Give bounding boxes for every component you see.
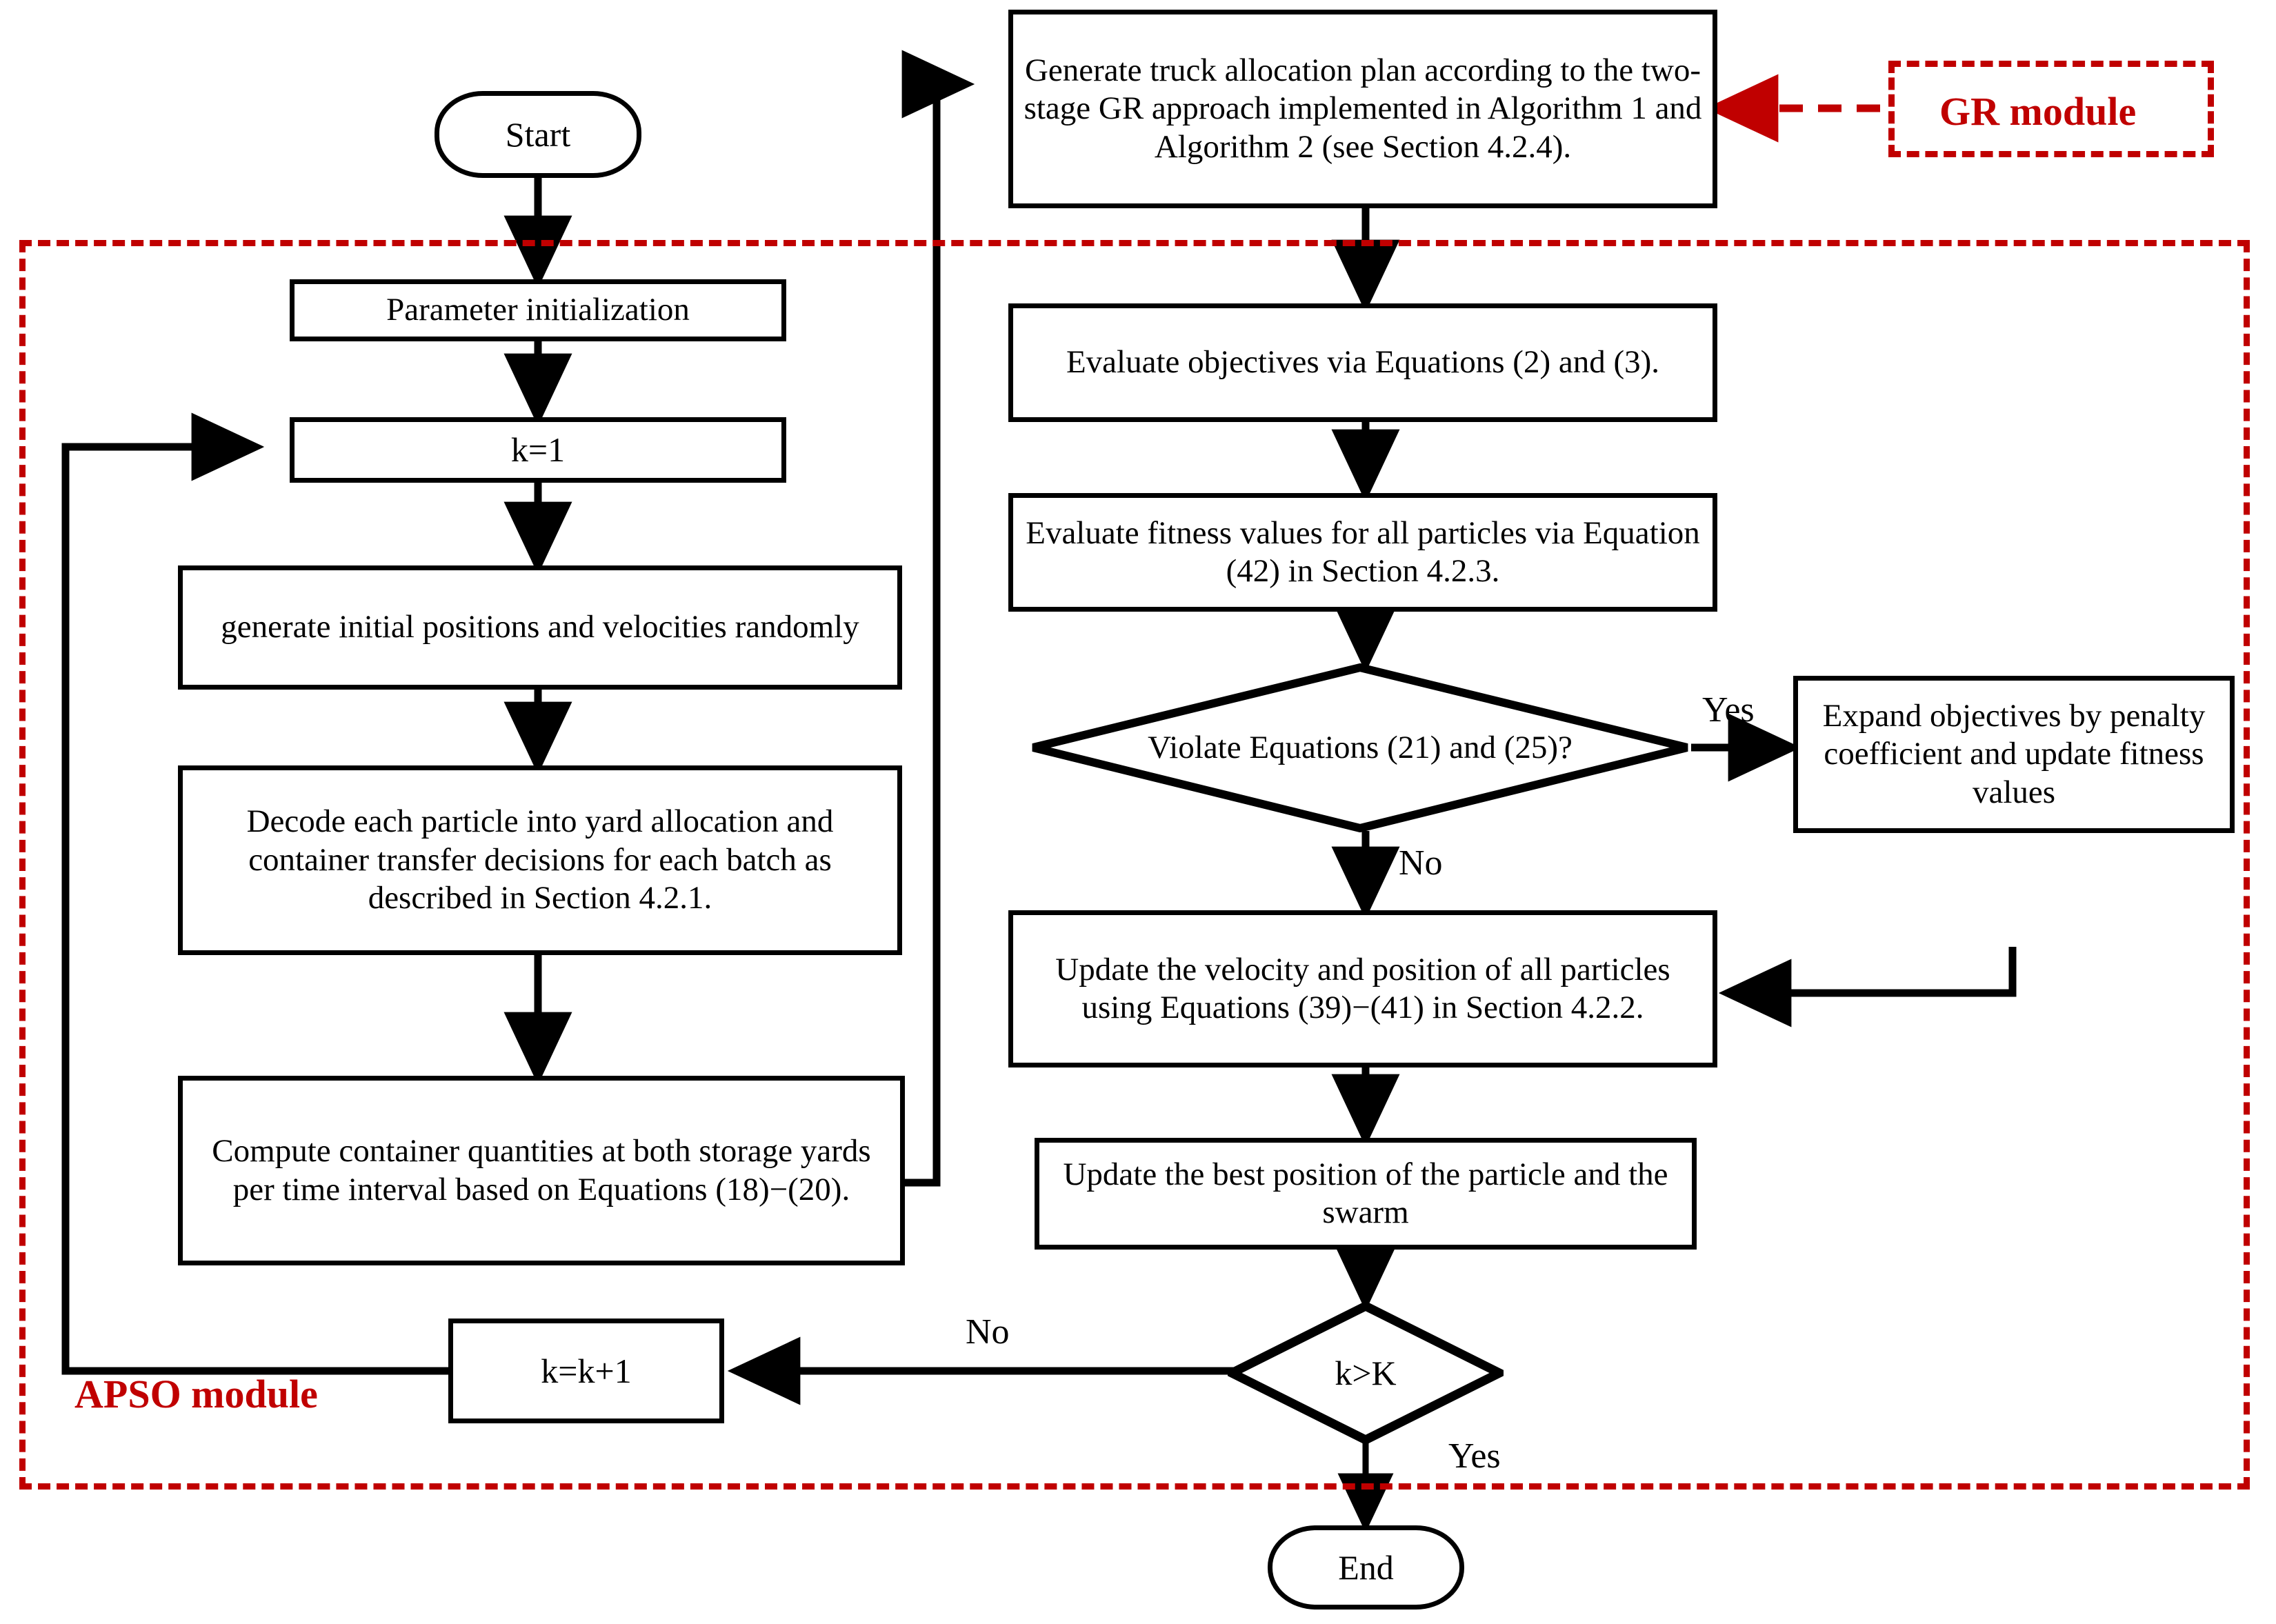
node-k-increment-label: k=k+1 bbox=[541, 1351, 632, 1390]
edge-compute-to-truckplan bbox=[901, 50, 975, 1187]
node-update-velocity-position-label: Update the velocity and position of all … bbox=[1055, 951, 1670, 1025]
node-update-best-position[interactable]: Update the best position of the particle… bbox=[1035, 1138, 1697, 1250]
node-truck-allocation-plan-label: Generate truck allocation plan according… bbox=[1024, 52, 1702, 165]
node-violate-decision[interactable]: Violate Equations (21) and (25)? bbox=[1029, 663, 1691, 832]
gr-module-label: GR module bbox=[1939, 89, 2137, 134]
edge-expand-to-updatevp bbox=[1718, 947, 2017, 1027]
diamond-shape bbox=[1228, 1302, 1504, 1444]
edge-label-violate-yes: Yes bbox=[1702, 690, 1755, 730]
node-evaluate-objectives-label: Evaluate objectives via Equations (2) an… bbox=[1066, 344, 1660, 381]
node-generate-initial[interactable]: generate initial positions and velocitie… bbox=[178, 565, 902, 690]
node-generate-initial-label: generate initial positions and velocitie… bbox=[221, 609, 859, 645]
node-decode-particle-label: Decode each particle into yard allocatio… bbox=[246, 803, 834, 916]
node-start-label: Start bbox=[505, 114, 571, 154]
node-decode-particle[interactable]: Decode each particle into yard allocatio… bbox=[178, 765, 902, 955]
diamond-shape bbox=[1032, 663, 1688, 832]
node-truck-allocation-plan[interactable]: Generate truck allocation plan according… bbox=[1008, 10, 1717, 208]
node-evaluate-fitness[interactable]: Evaluate fitness values for all particle… bbox=[1008, 493, 1717, 612]
edge-label-violate-no: No bbox=[1399, 843, 1443, 883]
node-compute-quantities-label: Compute container quantities at both sto… bbox=[212, 1133, 871, 1207]
edge-label-loop-yes: Yes bbox=[1448, 1436, 1501, 1476]
node-parameter-initialization-label: Parameter initialization bbox=[386, 292, 690, 328]
edge-label-loop-no: No bbox=[966, 1312, 1010, 1352]
node-violate-decision-label: Violate Equations (21) and (25)? bbox=[1148, 729, 1573, 765]
gr-module-boundary bbox=[1888, 61, 2214, 157]
node-k-init[interactable]: k=1 bbox=[290, 417, 786, 483]
edge-kincrement-to-k1 bbox=[61, 412, 448, 1375]
node-k-increment[interactable]: k=k+1 bbox=[448, 1319, 724, 1423]
node-evaluate-fitness-label: Evaluate fitness values for all particle… bbox=[1026, 514, 1700, 589]
apso-module-boundary bbox=[19, 240, 2250, 1490]
node-compute-quantities[interactable]: Compute container quantities at both sto… bbox=[178, 1076, 905, 1265]
node-k-greater-than-K[interactable]: k>K bbox=[1228, 1302, 1504, 1444]
node-expand-objectives[interactable]: Expand objectives by penalty coefficient… bbox=[1793, 676, 2235, 833]
node-end[interactable]: End bbox=[1268, 1525, 1464, 1610]
node-end-label: End bbox=[1338, 1547, 1394, 1587]
node-expand-objectives-label: Expand objectives by penalty coefficient… bbox=[1822, 697, 2206, 810]
node-update-best-position-label: Update the best position of the particle… bbox=[1063, 1156, 1668, 1230]
node-k-greater-than-K-label: k>K bbox=[1335, 1353, 1397, 1392]
node-start[interactable]: Start bbox=[435, 91, 641, 178]
node-evaluate-objectives[interactable]: Evaluate objectives via Equations (2) an… bbox=[1008, 303, 1717, 422]
apso-module-label: APSO module bbox=[74, 1372, 318, 1416]
node-k-init-label: k=1 bbox=[510, 430, 566, 469]
node-update-velocity-position[interactable]: Update the velocity and position of all … bbox=[1008, 910, 1717, 1067]
node-parameter-initialization[interactable]: Parameter initialization bbox=[290, 279, 786, 341]
